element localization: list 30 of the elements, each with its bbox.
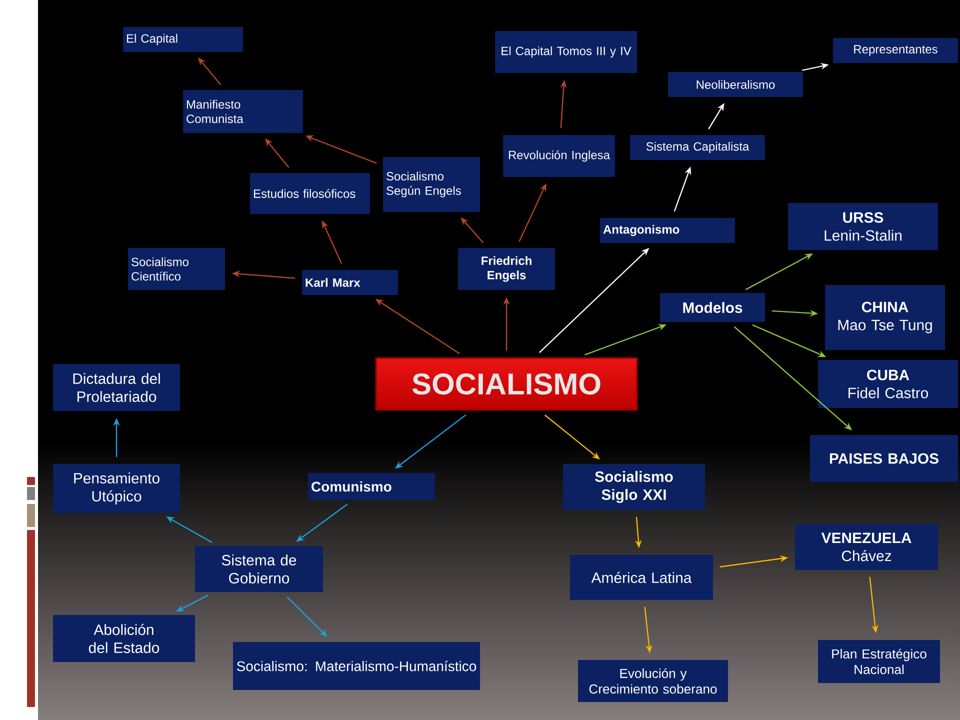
- concept-box: Revolución Inglesa: [503, 135, 615, 177]
- concept-box: Socialismo Siglo XXI: [563, 464, 705, 510]
- concept-box: Antagonismo: [600, 218, 735, 243]
- concept-box: Modelos: [660, 293, 765, 322]
- concept-box: Evolución y Crecimiento soberano: [578, 660, 728, 702]
- concept-box: Socialismo: Materialismo-Humanístico: [233, 642, 480, 690]
- concept-box: Friedrich Engels: [458, 248, 556, 290]
- concept-box: Representantes: [833, 38, 958, 63]
- concept-box: Sistema de Gobierno: [195, 546, 323, 592]
- concept-box: Dictadura del Proletariado: [53, 364, 180, 411]
- concept-box: CUBA Fidel Castro: [818, 360, 958, 408]
- concept-box: Pensamiento Utópico: [53, 464, 180, 513]
- concept-box: Plan Estratégico Nacional: [818, 640, 940, 683]
- concept-box: Abolición del Estado: [53, 615, 195, 662]
- concept-box: Comunismo: [308, 473, 435, 500]
- concept-box: El Capital: [123, 27, 243, 52]
- concept-box: URSS Lenin-Stalin: [788, 203, 938, 250]
- concept-box: Karl Marx: [302, 270, 398, 295]
- title-banner: SOCIALISMO: [375, 357, 638, 411]
- concept-box: Manifiesto Comunista: [183, 90, 303, 133]
- concept-box: Neoliberalismo: [668, 72, 803, 97]
- concept-box: Estudios filosóficos: [250, 172, 370, 214]
- concept-box: El Capital Tomos III y IV: [495, 31, 637, 73]
- concept-box: Socialismo Según Engels: [383, 157, 480, 212]
- concept-box: América Latina: [570, 554, 713, 600]
- concept-box: PAISES BAJOS: [810, 435, 958, 482]
- concept-box: CHINA Mao Tse Tung: [825, 284, 945, 350]
- concept-box: Socialismo Científico: [128, 248, 225, 290]
- concept-box: Sistema Capitalista: [630, 134, 765, 160]
- concept-box: VENEZUELA Chávez: [795, 524, 938, 570]
